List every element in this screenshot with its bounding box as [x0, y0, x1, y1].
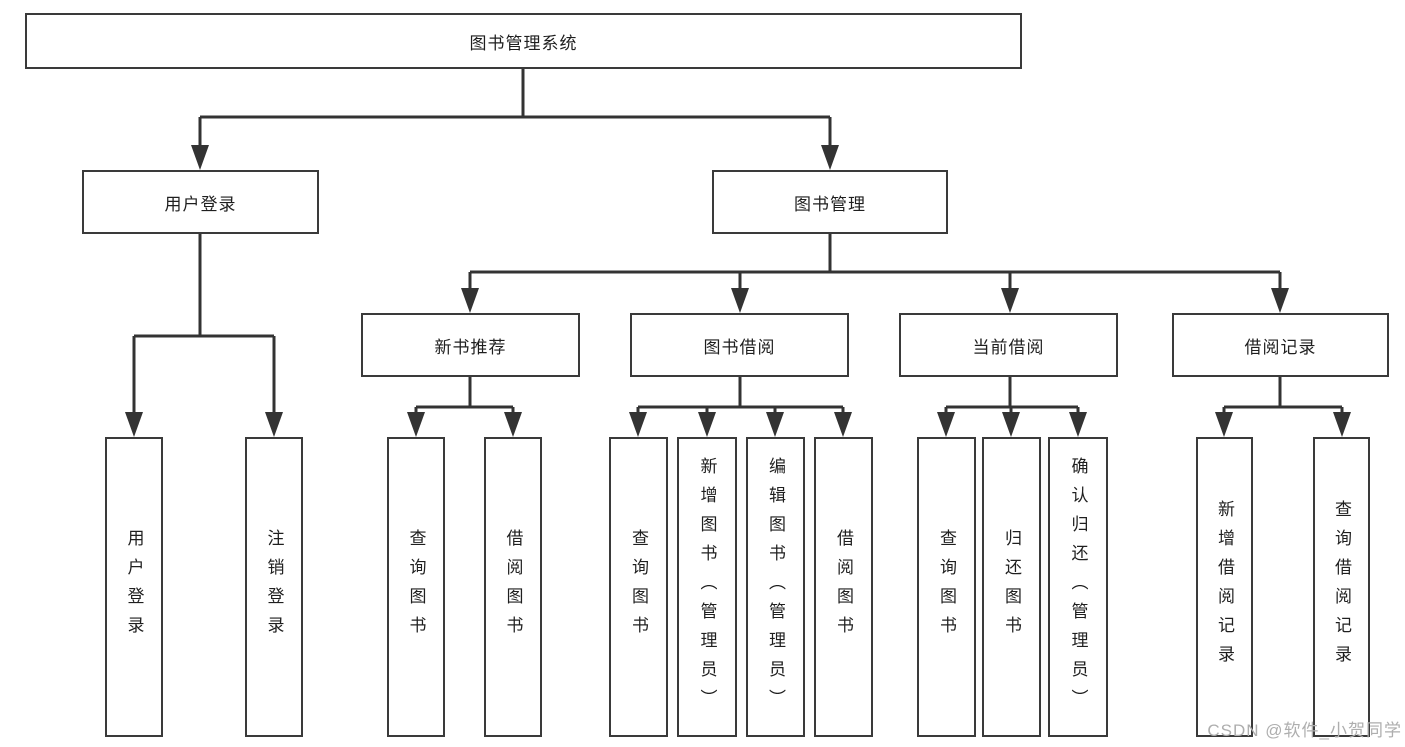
node-label: 用户登录 — [124, 529, 144, 645]
arrowhead-icon — [504, 412, 522, 437]
tree-node-leaf-return-book: 归还图书 — [982, 437, 1041, 737]
arrowhead-icon — [766, 412, 784, 437]
node-label: 编辑图书（管理员） — [766, 456, 785, 718]
arrowhead-icon — [265, 412, 283, 437]
node-label: 新增借阅记录 — [1215, 500, 1234, 674]
arrowhead-icon — [1271, 288, 1289, 313]
node-label: 图书管理系统 — [469, 33, 578, 53]
arrowhead-icon — [1001, 288, 1019, 313]
tree-node-branch-new-book-rec: 新书推荐 — [361, 313, 580, 377]
arrowhead-icon — [821, 145, 839, 170]
node-label: 查询图书 — [629, 529, 648, 645]
tree-node-branch-user-login: 用户登录 — [82, 170, 319, 234]
tree-node-leaf-add-record: 新增借阅记录 — [1196, 437, 1253, 737]
arrowhead-icon — [1002, 412, 1020, 437]
tree-node-leaf-user-login: 用户登录 — [105, 437, 163, 737]
node-label: 借阅记录 — [1244, 337, 1317, 357]
arrowhead-icon — [834, 412, 852, 437]
node-label: 当前借阅 — [972, 337, 1045, 357]
tree-node-leaf-confirm-return: 确认归还（管理员） — [1048, 437, 1108, 737]
tree-node-root-system: 图书管理系统 — [25, 13, 1022, 69]
node-label: 注销登录 — [264, 529, 284, 645]
node-label: 用户登录 — [164, 194, 237, 214]
arrowhead-icon — [461, 288, 479, 313]
tree-node-leaf-logout: 注销登录 — [245, 437, 303, 737]
node-label: 新增图书（管理员） — [697, 456, 717, 718]
tree-node-leaf-query-book-2: 查询图书 — [609, 437, 668, 737]
tree-node-leaf-query-record: 查询借阅记录 — [1313, 437, 1370, 737]
tree-node-branch-loan-record: 借阅记录 — [1172, 313, 1389, 377]
tree-node-leaf-query-book-1: 查询图书 — [387, 437, 445, 737]
tree-node-branch-book-borrow: 图书借阅 — [630, 313, 849, 377]
node-label: 新书推荐 — [434, 337, 507, 357]
csdn-watermark: CSDN @软件_小贺同学 — [1207, 721, 1402, 740]
node-label: 归还图书 — [1002, 529, 1021, 645]
arrowhead-icon — [407, 412, 425, 437]
node-label: 查询图书 — [937, 529, 956, 645]
arrowhead-icon — [1215, 412, 1233, 437]
node-label: 图书管理 — [794, 194, 866, 214]
arrowhead-icon — [125, 412, 143, 437]
arrowhead-icon — [698, 412, 716, 437]
tree-node-leaf-edit-book: 编辑图书（管理员） — [746, 437, 805, 737]
arrowhead-icon — [1069, 412, 1087, 437]
node-label: 图书借阅 — [703, 337, 776, 357]
node-label: 查询图书 — [406, 529, 426, 645]
node-label: 查询借阅记录 — [1332, 500, 1351, 674]
tree-node-leaf-query-book-3: 查询图书 — [917, 437, 976, 737]
arrowhead-icon — [937, 412, 955, 437]
tree-node-leaf-borrow-book-2: 借阅图书 — [814, 437, 873, 737]
tree-node-branch-book-mgmt: 图书管理 — [712, 170, 948, 234]
arrowhead-icon — [731, 288, 749, 313]
arrowhead-icon — [629, 412, 647, 437]
node-label: 确认归还（管理员） — [1068, 456, 1088, 718]
arrowhead-icon — [1333, 412, 1351, 437]
tree-node-leaf-borrow-book-1: 借阅图书 — [484, 437, 542, 737]
tree-node-leaf-add-book: 新增图书（管理员） — [677, 437, 737, 737]
node-label: 借阅图书 — [834, 529, 853, 645]
tree-node-branch-current-loan: 当前借阅 — [899, 313, 1118, 377]
node-label: 借阅图书 — [503, 529, 523, 645]
arrowhead-icon — [191, 145, 209, 170]
